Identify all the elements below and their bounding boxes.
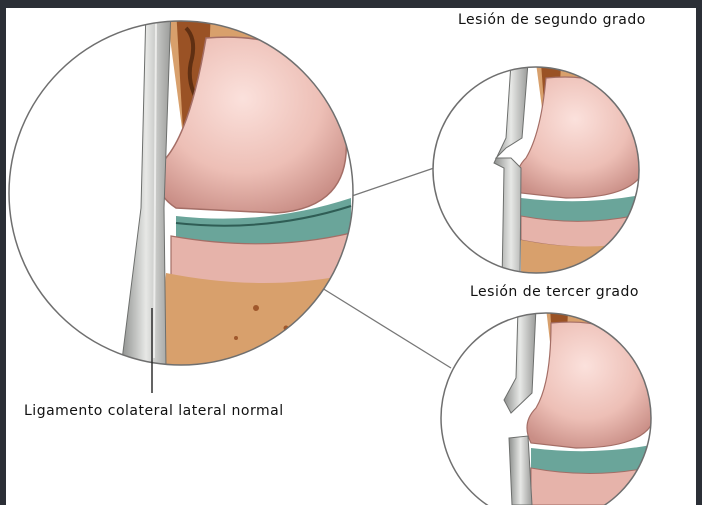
third-degree-label: Lesión de tercer grado bbox=[470, 284, 639, 300]
image-frame: Lesión de segundo grado Lesión de tercer… bbox=[0, 8, 702, 505]
second-degree-view bbox=[426, 63, 646, 283]
connector-line-top bbox=[346, 168, 434, 198]
knee-ligament-illustration bbox=[6, 8, 696, 505]
second-degree-label: Lesión de segundo grado bbox=[458, 12, 646, 28]
connector-line-bottom bbox=[322, 288, 451, 368]
normal-ligament-view bbox=[6, 8, 366, 368]
diagram-panel: Lesión de segundo grado Lesión de tercer… bbox=[6, 8, 696, 505]
normal-ligament-label: Ligamento colateral lateral normal bbox=[24, 403, 284, 419]
third-degree-view bbox=[436, 308, 656, 505]
